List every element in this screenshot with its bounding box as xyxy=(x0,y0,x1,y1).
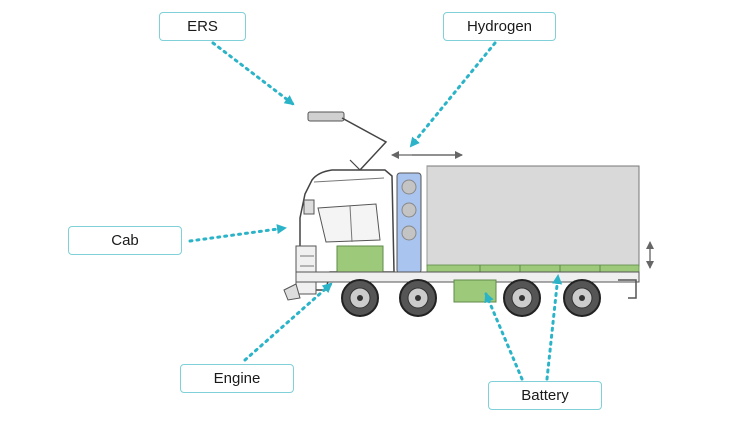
battery-pointer-left xyxy=(484,292,524,381)
ers-label: ERS xyxy=(159,12,246,41)
battery-label-text: Battery xyxy=(521,387,569,404)
engine-pointer xyxy=(243,282,333,362)
wheel-1 xyxy=(341,279,379,317)
cargo-box xyxy=(426,165,640,267)
cab-pointer xyxy=(188,224,287,243)
battery-label: Battery xyxy=(488,381,602,410)
hydrogen-label: Hydrogen xyxy=(443,12,556,41)
hydrogen-label-text: Hydrogen xyxy=(466,18,533,35)
ers-pantograph xyxy=(307,111,388,173)
battery-pointer-right xyxy=(545,274,563,381)
cab-label-text: Cab xyxy=(111,232,139,249)
battery-pack xyxy=(453,279,497,303)
rear-bumper xyxy=(618,279,637,299)
wheels xyxy=(341,279,601,317)
wheel-4 xyxy=(563,279,601,317)
engine-label: Engine xyxy=(180,364,294,393)
engine-label-text: Engine xyxy=(213,370,261,387)
pointer-lines xyxy=(188,41,563,381)
hydrogen-pointer xyxy=(409,41,497,148)
hydrogen-tank xyxy=(396,172,422,274)
wheel-2 xyxy=(399,279,437,317)
ers-label-text: ERS xyxy=(187,18,218,35)
cab-label: Cab xyxy=(68,226,182,255)
wheel-3 xyxy=(503,279,541,317)
ers-pointer xyxy=(211,41,295,106)
engine-pack xyxy=(336,245,384,274)
